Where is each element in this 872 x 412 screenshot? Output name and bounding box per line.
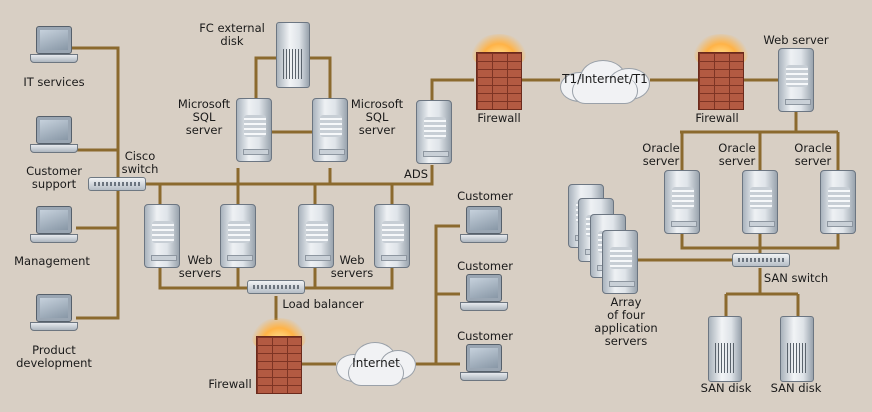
laptop-icon bbox=[460, 274, 508, 318]
label-web-servers-left: Web servers bbox=[178, 253, 222, 280]
load-balancer-icon bbox=[247, 280, 305, 294]
label-fc-external-disk: FC external disk bbox=[199, 21, 265, 48]
web-server-icon bbox=[144, 204, 180, 268]
san-disk-icon bbox=[708, 316, 742, 382]
laptop-icon bbox=[30, 294, 78, 338]
cloud-internet-icon bbox=[334, 340, 418, 388]
firewall-icon bbox=[252, 318, 306, 394]
laptop-icon bbox=[460, 206, 508, 250]
web-server-icon bbox=[778, 48, 814, 112]
label-management: Management bbox=[14, 254, 90, 268]
label-ms-sql-left: Microsoft SQL server bbox=[177, 97, 231, 137]
fc-disk-icon bbox=[276, 22, 310, 88]
web-server-icon bbox=[220, 204, 256, 268]
web-server-icon bbox=[374, 204, 410, 268]
laptop-icon bbox=[30, 26, 78, 70]
label-oracle-2: Oracle server bbox=[718, 141, 756, 168]
label-san-disk-2: SAN disk bbox=[770, 381, 822, 395]
oracle-server-icon bbox=[664, 170, 700, 234]
firewall-icon bbox=[694, 34, 748, 110]
label-web-servers-right: Web servers bbox=[330, 253, 374, 280]
label-customer-support: Customer support bbox=[26, 164, 82, 191]
label-oracle-3: Oracle server bbox=[794, 141, 832, 168]
label-cisco-switch: Cisco switch bbox=[121, 149, 159, 176]
cisco-switch-icon bbox=[88, 177, 146, 191]
label-array: Array of four application servers bbox=[594, 295, 658, 348]
application-server-icon bbox=[602, 230, 638, 294]
sql-server-icon bbox=[312, 98, 348, 162]
cloud-t1-icon bbox=[556, 56, 654, 106]
laptop-icon bbox=[460, 344, 508, 388]
san-disk-icon bbox=[780, 316, 814, 382]
san-switch-icon bbox=[732, 253, 790, 267]
label-customer-1: Customer bbox=[457, 189, 513, 203]
oracle-server-icon bbox=[820, 170, 856, 234]
sql-server-icon bbox=[236, 98, 272, 162]
label-web-server: Web server bbox=[763, 33, 829, 47]
label-firewall-top-right: Firewall bbox=[695, 111, 739, 125]
label-san-disk-1: SAN disk bbox=[700, 381, 752, 395]
label-cloud-internet: Internet bbox=[352, 356, 400, 370]
label-firewall-top-left: Firewall bbox=[477, 111, 521, 125]
label-product-development: Product development bbox=[16, 343, 92, 370]
label-ads: ADS bbox=[403, 167, 429, 181]
label-load-balancer: Load balancer bbox=[282, 297, 364, 311]
label-san-switch: SAN switch bbox=[763, 271, 829, 285]
label-customer-3: Customer bbox=[457, 329, 513, 343]
ads-server-icon bbox=[416, 100, 452, 164]
label-oracle-1: Oracle server bbox=[642, 141, 680, 168]
laptop-icon bbox=[30, 116, 78, 160]
label-customer-2: Customer bbox=[457, 259, 513, 273]
label-cloud-t1: T1/Internet/T1 bbox=[562, 72, 648, 86]
oracle-server-icon bbox=[742, 170, 778, 234]
label-firewall-bottom: Firewall bbox=[208, 377, 252, 391]
firewall-icon bbox=[472, 34, 526, 110]
laptop-icon bbox=[30, 206, 78, 250]
label-it-services: IT services bbox=[23, 75, 85, 89]
label-ms-sql-right: Microsoft SQL server bbox=[350, 97, 404, 137]
web-server-icon bbox=[298, 204, 334, 268]
